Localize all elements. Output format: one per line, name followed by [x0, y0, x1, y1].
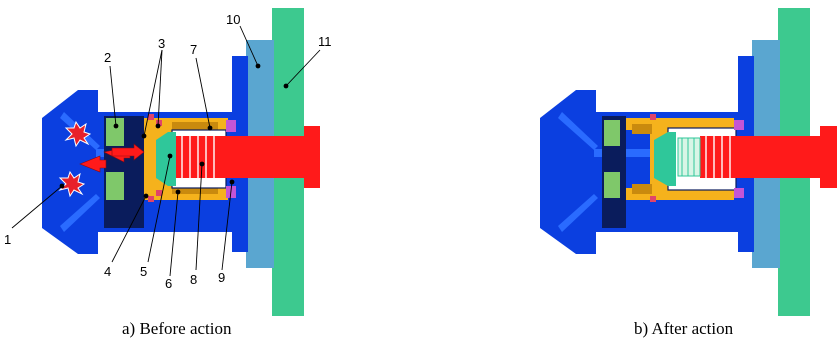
- callout-1: 1: [4, 232, 11, 247]
- sleeve-insert-lower: [172, 188, 218, 194]
- spacer-upper: [734, 120, 744, 130]
- panel-before-action: 1 2 3 4 5 6 7 8 9 10 11 a) Before action: [4, 8, 332, 338]
- piston: [156, 132, 176, 186]
- spacer-upper: [226, 120, 236, 132]
- callout-labels: 1 2 3 4 5 6 7 8 9 10 11: [4, 12, 332, 291]
- thread-fragments: [677, 137, 701, 177]
- gas-channel-lower: [60, 194, 100, 232]
- charge-upper: [604, 120, 620, 146]
- piston: [654, 132, 676, 186]
- sleeve-inner-lower: [632, 184, 652, 194]
- bolt: [176, 126, 320, 188]
- gas-channel-center: [594, 149, 660, 157]
- spark-lower-icon: [58, 170, 86, 198]
- seal-upper: [650, 114, 656, 120]
- callout-7: 7: [190, 42, 197, 57]
- caption-before-action: a) Before action: [122, 319, 232, 338]
- callout-2: 2: [104, 50, 111, 65]
- callout-4: 4: [104, 264, 111, 279]
- panel-after-action: b) After action: [540, 8, 837, 338]
- charge-upper: [106, 118, 124, 146]
- gas-flow-arrows: [79, 143, 145, 173]
- bolt: [700, 126, 837, 188]
- seal-upper-1: [148, 114, 154, 120]
- callout-10: 10: [226, 12, 240, 27]
- seal-lower-1: [148, 196, 154, 202]
- callout-11: 11: [318, 34, 332, 49]
- callout-9: 9: [218, 270, 225, 285]
- spark-upper-icon: [64, 120, 92, 148]
- charge-lower: [106, 172, 124, 200]
- callout-6: 6: [165, 276, 172, 291]
- seal-lower-2: [156, 190, 162, 196]
- seal-upper-2: [156, 120, 162, 126]
- spacer-lower: [734, 188, 744, 198]
- charge-lower: [604, 172, 620, 198]
- bolt-thread: [181, 136, 215, 178]
- bolt-thread: [705, 136, 731, 178]
- caption-after-action: b) After action: [634, 319, 734, 338]
- sleeve-inner-upper: [632, 124, 652, 134]
- callout-3: 3: [158, 36, 165, 51]
- gas-channel-upper: [558, 112, 598, 150]
- leader-lines: [11, 25, 321, 277]
- seal-lower: [650, 196, 656, 202]
- sleeve-insert: [172, 122, 218, 130]
- gas-channel-lower: [558, 194, 598, 232]
- callout-5: 5: [140, 264, 147, 279]
- callout-8: 8: [190, 272, 197, 287]
